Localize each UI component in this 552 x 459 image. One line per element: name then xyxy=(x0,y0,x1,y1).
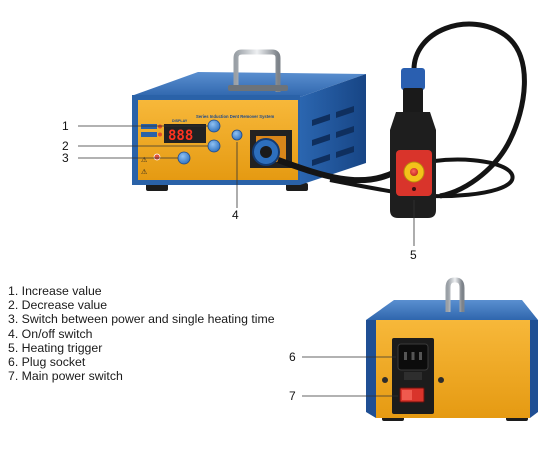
mode-label xyxy=(141,124,157,129)
handle-base xyxy=(228,85,288,91)
callout-number-5: 5 xyxy=(410,248,417,262)
increase-button[interactable] xyxy=(207,119,221,133)
back-view-device xyxy=(366,277,538,421)
legend-item: 2. Decrease value xyxy=(8,298,108,313)
output-socket-core xyxy=(260,146,272,158)
device-top-cover xyxy=(134,72,366,97)
device-side-body xyxy=(530,320,538,418)
mode-switch-button[interactable] xyxy=(177,151,191,165)
callout-number-1: 1 xyxy=(62,119,69,133)
device-top-cover xyxy=(366,300,538,320)
brand-text: Series Induction Dent Remover System xyxy=(196,114,274,119)
cable-connector xyxy=(401,68,425,90)
legend-item: 7. Main power switch xyxy=(8,369,123,384)
connector-sleeve xyxy=(403,88,423,114)
callout-number-4: 4 xyxy=(232,208,239,222)
feature-legend: 1. Increase value 2. Decrease value 3. S… xyxy=(8,284,275,383)
trigger-led xyxy=(412,187,416,191)
legend-item: 6. Plug socket xyxy=(8,355,86,370)
heating-tool xyxy=(276,21,527,218)
socket-pin xyxy=(411,352,415,360)
device-side-body xyxy=(366,320,376,418)
caution-icon: ⚠ xyxy=(141,168,148,176)
digit-display: 888 xyxy=(168,128,193,144)
indicator-led xyxy=(158,132,162,137)
callout-number-2: 2 xyxy=(62,139,69,153)
legend-item: 5. Heating trigger xyxy=(8,340,103,355)
carry-handle xyxy=(445,277,465,312)
fuse-drawer xyxy=(404,372,422,380)
callout-number-3: 3 xyxy=(62,151,69,165)
side-vents xyxy=(312,106,354,166)
trigger-center xyxy=(410,168,418,176)
callout-number-7: 7 xyxy=(289,389,296,403)
socket-pin xyxy=(404,352,407,360)
mount-screw xyxy=(438,377,444,383)
switch-rocker xyxy=(402,390,412,400)
callout-lines xyxy=(78,125,415,397)
on-off-switch[interactable] xyxy=(231,129,243,141)
callout-number-6: 6 xyxy=(289,350,296,364)
mount-screw xyxy=(382,377,388,383)
tool-cable-coil xyxy=(329,157,515,199)
front-view-device: Series Induction Dent Remover System DIS… xyxy=(132,49,366,191)
legend-item: 4. On/off switch xyxy=(8,326,93,341)
mode-label xyxy=(141,132,157,137)
device-side-body xyxy=(300,74,366,185)
indicator-led xyxy=(158,124,162,129)
display-bezel xyxy=(164,124,206,143)
display-label: DISPLAY xyxy=(172,119,188,123)
legend-item: 1. Increase value xyxy=(8,284,102,298)
power-cable xyxy=(411,21,527,199)
warning-icon: ⚠ xyxy=(141,156,148,164)
socket-pin xyxy=(419,352,422,360)
tool-cable xyxy=(276,157,397,184)
decrease-button[interactable] xyxy=(207,139,221,153)
panel-indicator xyxy=(153,153,161,161)
carry-handle xyxy=(233,49,281,92)
legend-item: 3. Switch between power and single heati… xyxy=(8,312,275,327)
